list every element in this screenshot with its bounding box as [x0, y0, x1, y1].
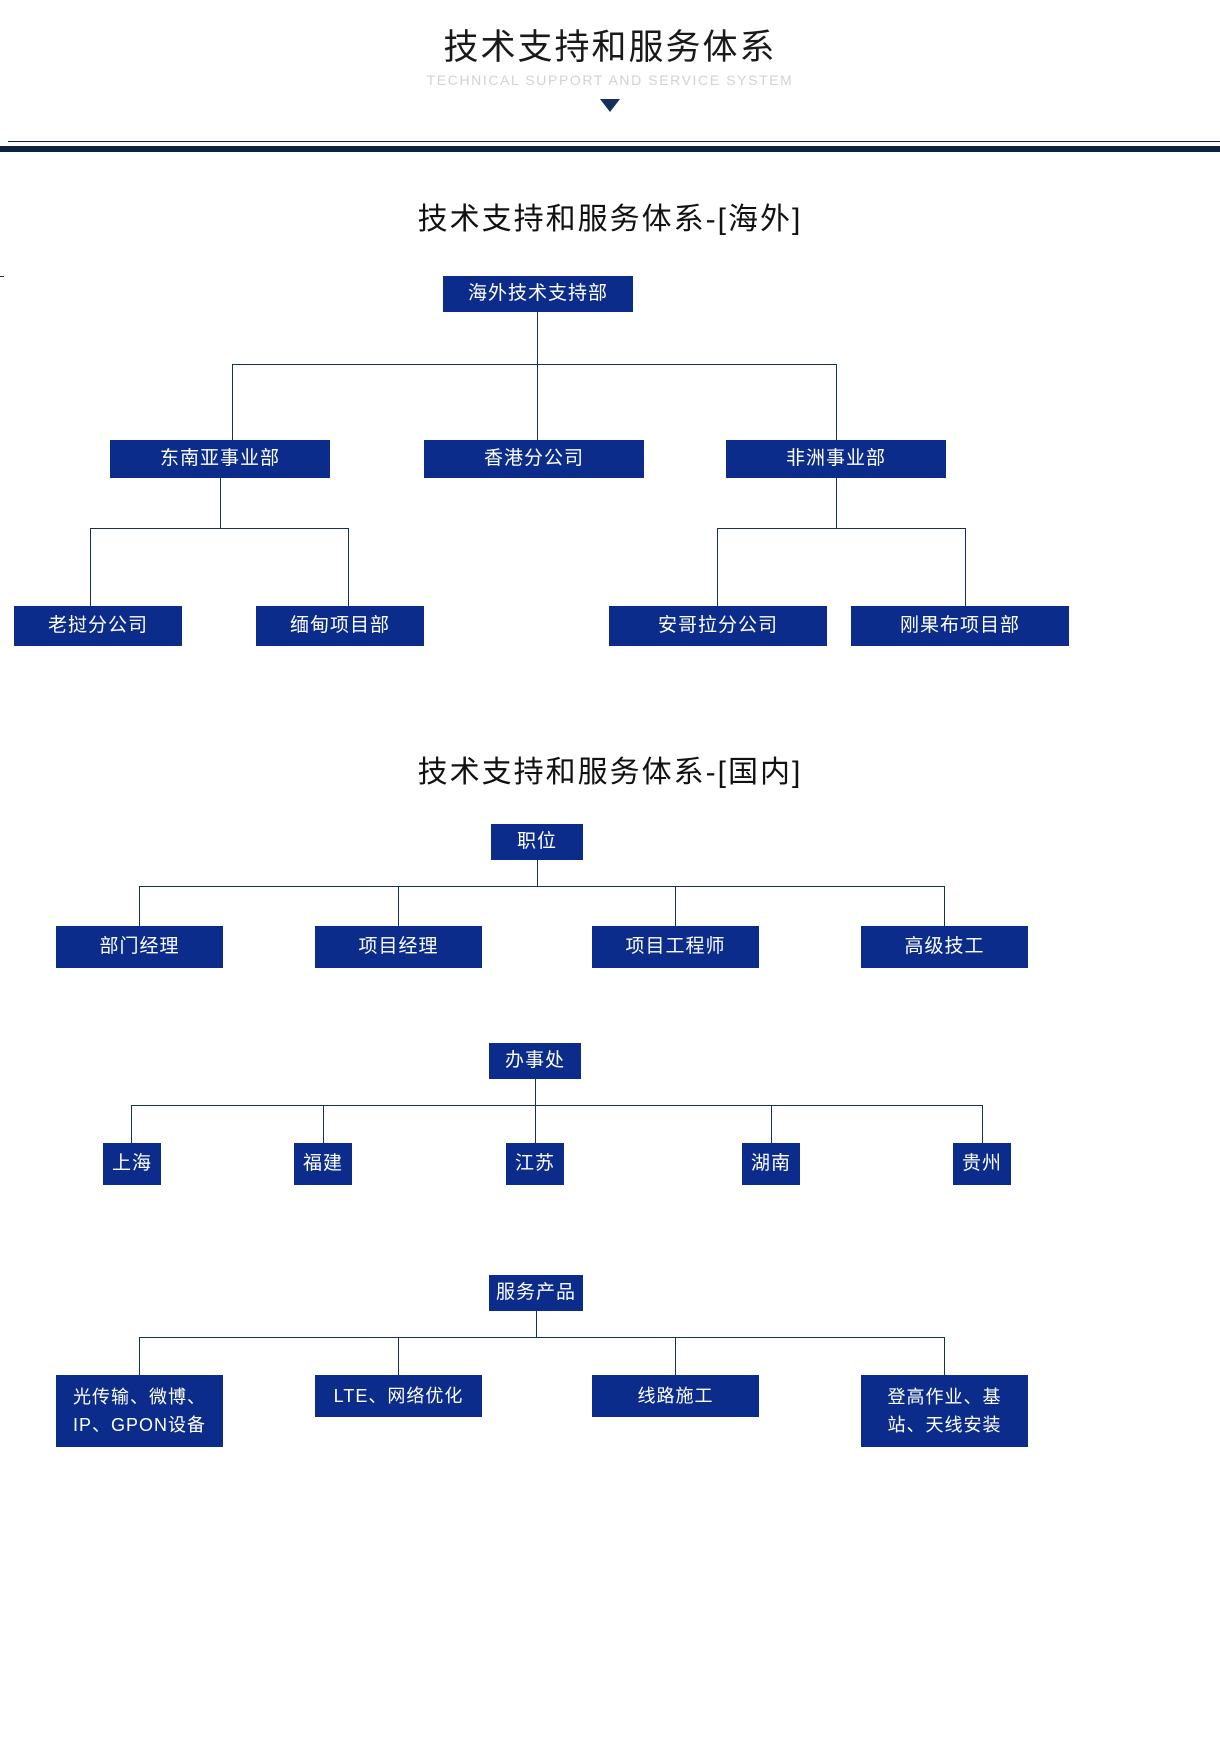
node-office-jiangsu[interactable]: 江苏 [506, 1143, 564, 1185]
node-southeast-asia-division[interactable]: 东南亚事业部 [110, 440, 330, 478]
connector-drop-lte [398, 1337, 399, 1375]
page-subtitle: TECHNICAL SUPPORT AND SERVICE SYSTEM [426, 72, 794, 88]
node-position-root[interactable]: 职位 [491, 824, 583, 860]
node-project-engineer[interactable]: 项目工程师 [592, 926, 759, 968]
node-office-fujian[interactable]: 福建 [294, 1143, 352, 1185]
page-header: 技术支持和服务体系 TECHNICAL SUPPORT AND SERVICE … [0, 0, 1220, 152]
connector-drop-congo [965, 528, 966, 608]
connector-level2-bus [232, 364, 836, 365]
node-project-manager[interactable]: 项目经理 [315, 926, 482, 968]
node-service-lte-network[interactable]: LTE、网络优化 [315, 1375, 482, 1417]
connector-drop-angola [717, 528, 718, 608]
connector-drop-senior-technician [944, 886, 945, 926]
node-office-guizhou[interactable]: 贵州 [953, 1143, 1011, 1185]
connector-drop-laos [90, 528, 91, 608]
connector-africa-stem [836, 478, 837, 528]
section-title-overseas: 技术支持和服务体系-[海外] [417, 203, 803, 236]
section-title-domestic: 技术支持和服务体系-[国内] [417, 756, 803, 789]
connector-southeast-asia-stem [220, 478, 221, 528]
connector-drop-antenna [944, 1337, 945, 1375]
connector-drop-dept-manager [139, 886, 140, 926]
node-congo-project[interactable]: 刚果布项目部 [851, 606, 1069, 646]
node-service-line-construction[interactable]: 线路施工 [592, 1375, 759, 1417]
connector-drop-shanghai [131, 1105, 132, 1143]
node-office-shanghai[interactable]: 上海 [103, 1143, 161, 1185]
node-service-optical-transmission[interactable]: 光传输、微博、IP、GPON设备 [56, 1375, 223, 1447]
connector-drop-jiangsu [535, 1105, 536, 1143]
node-laos-branch[interactable]: 老挝分公司 [14, 606, 182, 646]
node-service-product-root[interactable]: 服务产品 [489, 1275, 583, 1311]
node-department-manager[interactable]: 部门经理 [56, 926, 223, 968]
connector-drop-project-manager [398, 886, 399, 926]
connector-africa-bus [717, 528, 965, 529]
node-office-hunan[interactable]: 湖南 [742, 1143, 800, 1185]
connector-drop-hongkong [537, 364, 538, 440]
node-overseas-root[interactable]: 海外技术支持部 [443, 276, 633, 312]
connector-drop-project-engineer [675, 886, 676, 926]
connector-southeast-asia-bus [90, 528, 348, 529]
connector-root-stem [537, 312, 538, 364]
node-senior-technician[interactable]: 高级技工 [861, 926, 1028, 968]
connector-drop-fujian [323, 1105, 324, 1143]
connector-drop-hunan [771, 1105, 772, 1143]
edge-tick-mark [0, 276, 4, 277]
node-service-antenna-installation[interactable]: 登高作业、基站、天线安装 [861, 1375, 1028, 1447]
connector-service-bus [139, 1337, 945, 1338]
page-title: 技术支持和服务体系 [443, 28, 777, 67]
node-myanmar-project[interactable]: 缅甸项目部 [256, 606, 424, 646]
connector-drop-myanmar [348, 528, 349, 608]
node-angola-branch[interactable]: 安哥拉分公司 [609, 606, 827, 646]
connector-drop-optical [139, 1337, 140, 1375]
connector-drop-line-construction [675, 1337, 676, 1375]
connector-position-stem [537, 860, 538, 886]
node-africa-division[interactable]: 非洲事业部 [726, 440, 946, 478]
connector-drop-guizhou [982, 1105, 983, 1143]
node-hongkong-branch[interactable]: 香港分公司 [424, 440, 644, 478]
node-office-root[interactable]: 办事处 [489, 1043, 581, 1079]
connector-position-bus [139, 886, 945, 887]
connector-office-bus [131, 1105, 982, 1106]
caret-down-icon [600, 99, 620, 112]
connector-office-stem [535, 1079, 536, 1105]
header-rule-thin [8, 141, 1220, 142]
header-rule-thick [0, 146, 1220, 152]
connector-service-stem [536, 1311, 537, 1337]
connector-drop-southeast-asia [232, 364, 233, 440]
connector-drop-africa [836, 364, 837, 440]
